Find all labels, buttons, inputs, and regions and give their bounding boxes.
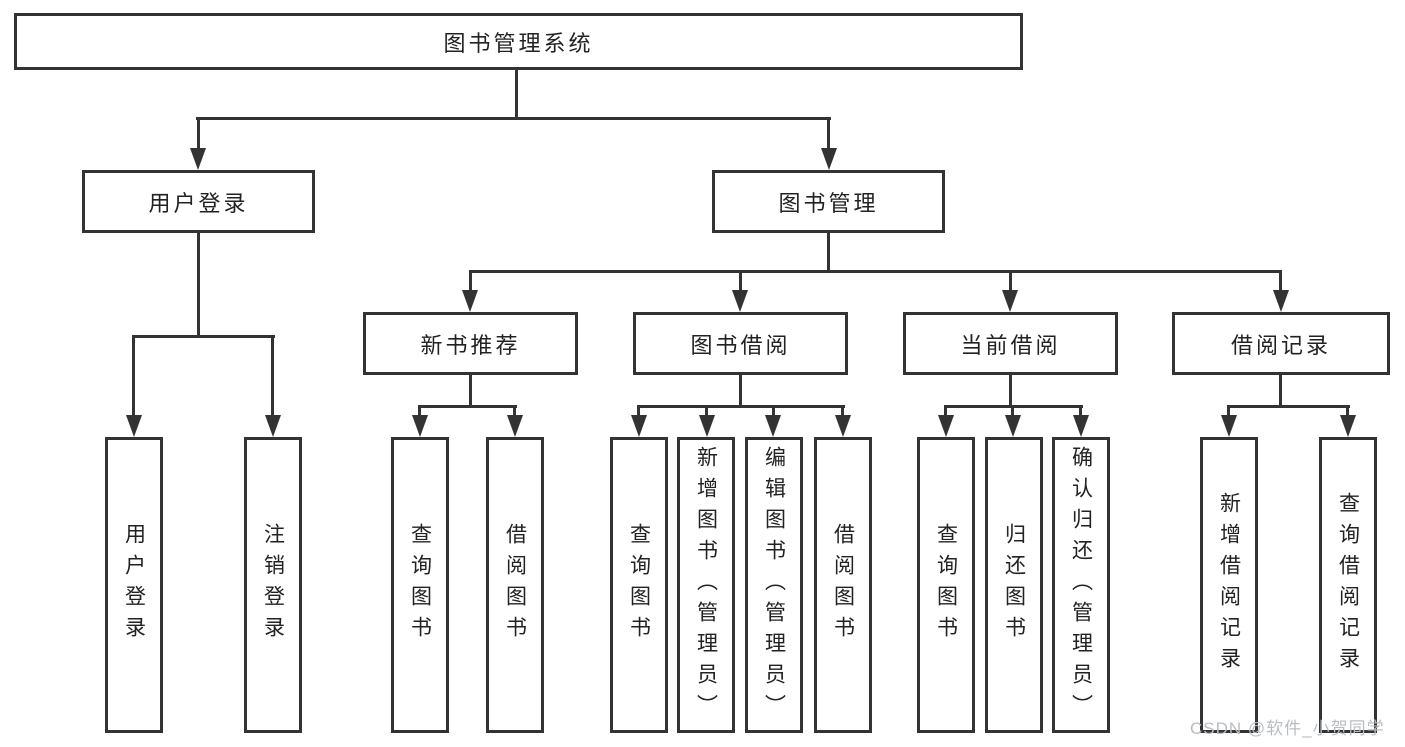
leaf-label: 借阅图书 (831, 523, 855, 647)
connector-line (418, 405, 517, 408)
connector-line (1279, 270, 1282, 292)
arrowhead (835, 415, 851, 437)
connector-line (827, 117, 830, 150)
leaf-edit-book-admin: 编辑图书（管理员） (745, 437, 803, 733)
node-user-login: 用户登录 (82, 170, 315, 233)
connector-line (1079, 405, 1082, 417)
leaf-logout: 注销登录 (244, 437, 302, 733)
leaf-label: 归还图书 (1002, 523, 1026, 647)
node-book-management: 图书管理 (712, 170, 945, 233)
connector-line (637, 405, 845, 408)
connector-line (739, 270, 742, 292)
connector-line (1009, 270, 1012, 292)
arrowhead (938, 415, 954, 437)
connector-line (132, 335, 135, 417)
arrowhead (1002, 290, 1018, 312)
node-root-label: 图书管理系统 (443, 30, 594, 56)
leaf-borrow-books-borrow: 借阅图书 (814, 437, 872, 733)
leaf-label: 用户登录 (122, 523, 146, 647)
node-label: 图书管理 (778, 190, 879, 216)
leaf-confirm-return-admin: 确认归还（管理员） (1052, 437, 1110, 733)
connector-line (271, 335, 274, 417)
arrowhead (462, 290, 478, 312)
leaf-label: 确认归还（管理员） (1069, 445, 1093, 725)
node-book-borrow: 图书借阅 (633, 312, 848, 375)
leaf-query-books-recommend: 查询图书 (391, 437, 449, 733)
connector-line (637, 405, 640, 417)
connector-line (1011, 405, 1014, 417)
leaf-query-books-current: 查询图书 (917, 437, 975, 733)
leaf-label: 编辑图书（管理员） (762, 445, 786, 725)
arrowhead (190, 148, 206, 170)
connector-line (197, 233, 200, 338)
connector-line (1279, 375, 1282, 408)
leaf-return-book: 归还图书 (985, 437, 1043, 733)
connector-line (197, 117, 200, 150)
leaf-label: 查询图书 (934, 523, 958, 647)
node-current-borrow: 当前借阅 (903, 312, 1118, 375)
connector-line (1227, 405, 1230, 417)
node-label: 当前借阅 (960, 332, 1061, 358)
leaf-add-book-admin: 新增图书（管理员） (677, 437, 735, 733)
arrowhead (1340, 415, 1356, 437)
arrowhead (821, 148, 837, 170)
leaf-label: 查询图书 (408, 523, 432, 647)
connector-line (469, 270, 1282, 273)
connector-line (772, 405, 775, 417)
leaf-query-borrow-record: 查询借阅记录 (1319, 437, 1377, 733)
leaf-label: 注销登录 (261, 523, 285, 647)
arrowhead (631, 415, 647, 437)
arrowhead (412, 415, 428, 437)
leaf-user-login: 用户登录 (105, 437, 163, 733)
arrowhead (732, 290, 748, 312)
arrowhead (507, 415, 523, 437)
connector-line (513, 405, 516, 417)
connector-line (1009, 375, 1012, 408)
node-label: 借阅记录 (1230, 332, 1331, 358)
connector-line (1346, 405, 1349, 417)
node-label: 新书推荐 (420, 332, 521, 358)
connector-line (1227, 405, 1350, 408)
leaf-label: 借阅图书 (503, 523, 527, 647)
leaf-label: 查询借阅记录 (1336, 492, 1360, 678)
leaf-label: 查询图书 (627, 523, 651, 647)
arrowhead (1005, 415, 1021, 437)
connector-line (827, 233, 830, 273)
connector-line (705, 405, 708, 417)
leaf-add-borrow-record: 新增借阅记录 (1200, 437, 1258, 733)
connector-line (944, 405, 947, 417)
node-label: 用户登录 (148, 190, 249, 216)
leaf-query-books-borrow: 查询图书 (610, 437, 668, 733)
arrowhead (699, 415, 715, 437)
connector-line (515, 68, 518, 120)
leaf-label: 新增图书（管理员） (694, 445, 718, 725)
leaf-borrow-books-recommend: 借阅图书 (486, 437, 544, 733)
node-root: 图书管理系统 (14, 13, 1023, 70)
node-borrow-records: 借阅记录 (1172, 312, 1390, 375)
arrowhead (265, 415, 281, 437)
arrowhead (1221, 415, 1237, 437)
arrowhead (1273, 290, 1289, 312)
arrowhead (765, 415, 781, 437)
arrowhead (126, 415, 142, 437)
connector-line (418, 405, 421, 417)
connector-line (469, 270, 472, 292)
leaf-label: 新增借阅记录 (1217, 492, 1241, 678)
connector-line (196, 117, 831, 120)
connector-line (132, 335, 275, 338)
node-new-book-recommend: 新书推荐 (363, 312, 578, 375)
watermark: CSDN @软件_小贺同学 (1190, 719, 1385, 738)
arrowhead (1073, 415, 1089, 437)
node-label: 图书借阅 (690, 332, 791, 358)
connector-line (469, 375, 472, 408)
connector-line (739, 375, 742, 408)
connector-line (841, 405, 844, 417)
